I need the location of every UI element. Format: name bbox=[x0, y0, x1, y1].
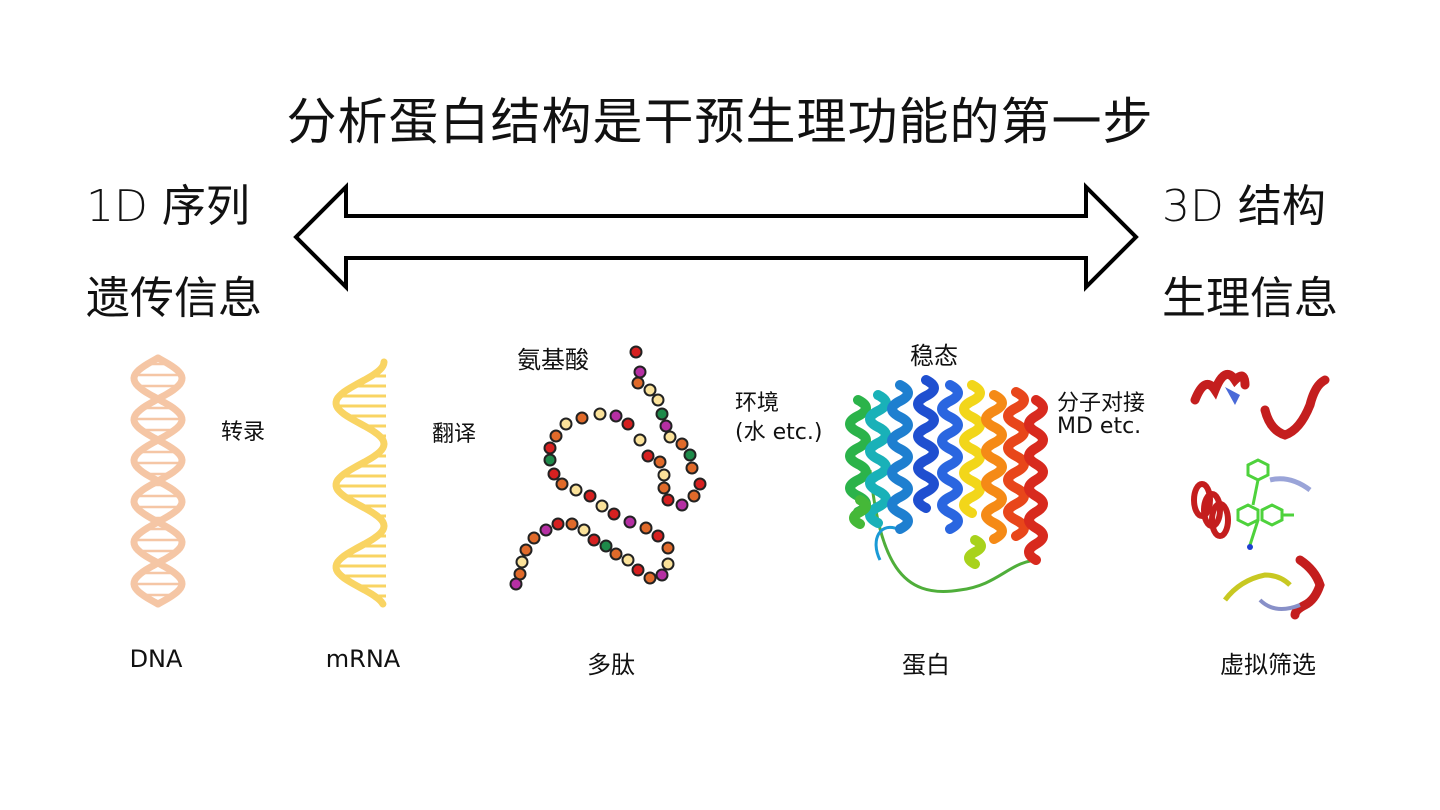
double-arrow-icon bbox=[293, 182, 1139, 292]
label-virtual-screening: 虚拟筛选 bbox=[1220, 651, 1316, 679]
step-environment: 环境 bbox=[735, 391, 780, 416]
dna-helix-icon bbox=[130, 354, 186, 608]
step-translation: 翻译 bbox=[432, 422, 477, 447]
virtual-screening-icon bbox=[1190, 370, 1330, 620]
step-amino-acid: 氨基酸 bbox=[517, 346, 589, 374]
step-docking-detail: MD etc. bbox=[1057, 414, 1142, 439]
step-docking: 分子对接 bbox=[1057, 391, 1146, 416]
step-environment-detail: (水 etc.) bbox=[735, 420, 823, 445]
label-dna: DNA bbox=[129, 645, 183, 673]
label-protein: 蛋白 bbox=[902, 651, 950, 679]
label-mrna: mRNA bbox=[325, 645, 401, 673]
step-transcription: 转录 bbox=[221, 420, 266, 445]
right-heading-physiology-info: 生理信息 bbox=[1162, 273, 1338, 324]
polypeptide-chain-icon bbox=[509, 345, 707, 591]
label-polypeptide: 多肽 bbox=[587, 651, 635, 679]
step-steady-state: 稳态 bbox=[910, 342, 958, 370]
protein-structure-icon bbox=[845, 375, 1048, 593]
left-heading-1d-sequence: 1D 序列 bbox=[86, 181, 250, 232]
page-title: 分析蛋白结构是干预生理功能的第一步 bbox=[286, 93, 1154, 151]
left-heading-genetic-info: 遗传信息 bbox=[86, 273, 262, 324]
right-heading-3d-structure: 3D 结构 bbox=[1162, 181, 1326, 232]
mrna-strand-icon bbox=[332, 358, 388, 608]
